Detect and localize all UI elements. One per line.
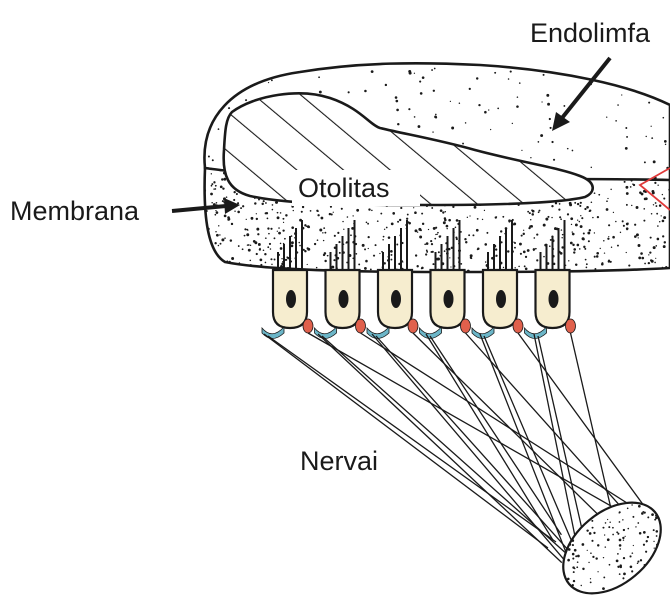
nerve-bundle-end: [546, 484, 670, 595]
cell-nucleus: [286, 290, 296, 308]
synapse-red: [461, 319, 471, 333]
nerve-fiber: [264, 334, 548, 548]
nerve-fiber: [518, 333, 652, 517]
synaptic-endings: [262, 319, 576, 339]
otoliths-label: Otolitas: [298, 173, 390, 203]
synapse-red: [303, 319, 313, 333]
nerve-fiber: [426, 334, 553, 541]
synapse-blue: [315, 327, 337, 339]
synapse-blue: [367, 327, 389, 339]
nerve-fiber: [480, 334, 567, 555]
cell-nucleus: [391, 290, 401, 308]
cell-nucleus: [444, 290, 454, 308]
hair-cells: [273, 270, 570, 328]
synapse-blue: [525, 327, 547, 339]
synapse-blue: [262, 327, 284, 339]
synapse-red: [566, 319, 576, 333]
nerve-fiber: [268, 336, 556, 542]
nerve-fiber: [571, 333, 616, 526]
cell-nucleus: [339, 290, 349, 308]
synapse-red: [356, 319, 366, 333]
cell-nucleus: [496, 290, 506, 308]
synapse-red: [513, 319, 523, 333]
nerves-label: Nervai: [300, 446, 378, 476]
synapse-blue: [472, 327, 494, 339]
membrane-label: Membrana: [10, 196, 140, 226]
nerve-fiber: [484, 336, 575, 549]
nerve-fiber: [376, 336, 584, 567]
cell-nucleus: [549, 290, 559, 308]
endolymph-label: Endolimfa: [530, 18, 651, 48]
synapse-red: [408, 319, 418, 333]
